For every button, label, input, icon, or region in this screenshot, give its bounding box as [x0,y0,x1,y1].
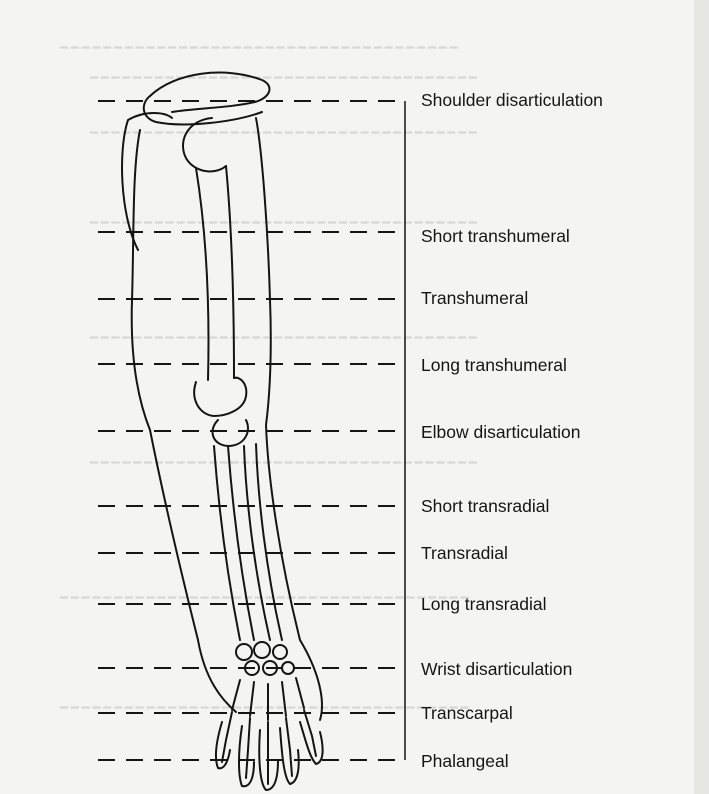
humerus-shaft-left [196,168,209,380]
scapula [122,113,172,250]
metacarpal-5 [296,678,304,708]
level-label-transcarpal: Transcarpal [421,703,513,724]
level-label-phalangeal: Phalangeal [421,751,509,772]
level-label-elbow-disarticulation: Elbow disarticulation [421,422,581,443]
humerus-shaft-right [226,166,234,378]
carpal-2 [254,642,270,658]
radius [214,446,240,640]
olecranon [213,420,248,446]
finger-5 [304,710,316,756]
forearm-outline-right [266,425,300,640]
metacarpal-2 [250,682,254,716]
humeral-head [183,118,226,171]
page-shadow [694,0,709,794]
finger-1 [222,712,232,762]
level-label-shoulder-disarticulation: Shoulder disarticulation [421,90,603,111]
finger-4 [286,718,292,776]
level-label-wrist-disarticulation: Wrist disarticulation [421,659,572,680]
upper-arm-outline-right [256,118,271,425]
finger-outline-5 [300,722,323,764]
distal-humerus [194,378,246,416]
finger-2 [246,718,250,778]
level-label-long-transradial: Long transradial [421,594,547,615]
metacarpal-1 [232,680,240,710]
level-label-transhumeral: Transhumeral [421,288,528,309]
carpal-6 [282,662,294,674]
metacarpal-4 [282,682,286,716]
forearm-outline-left [150,430,198,640]
hand-outline-left [198,640,236,712]
level-label-short-transhumeral: Short transhumeral [421,226,570,247]
radius-inner [228,446,254,640]
level-label-transradial: Transradial [421,543,508,564]
finger-outline-4 [280,728,299,784]
carpal-1 [236,644,252,660]
upper-arm-outline-left [132,130,150,430]
level-label-short-transradial: Short transradial [421,496,549,517]
carpal-3 [273,645,287,659]
level-label-long-transhumeral: Long transhumeral [421,355,567,376]
clavicle [150,73,269,112]
